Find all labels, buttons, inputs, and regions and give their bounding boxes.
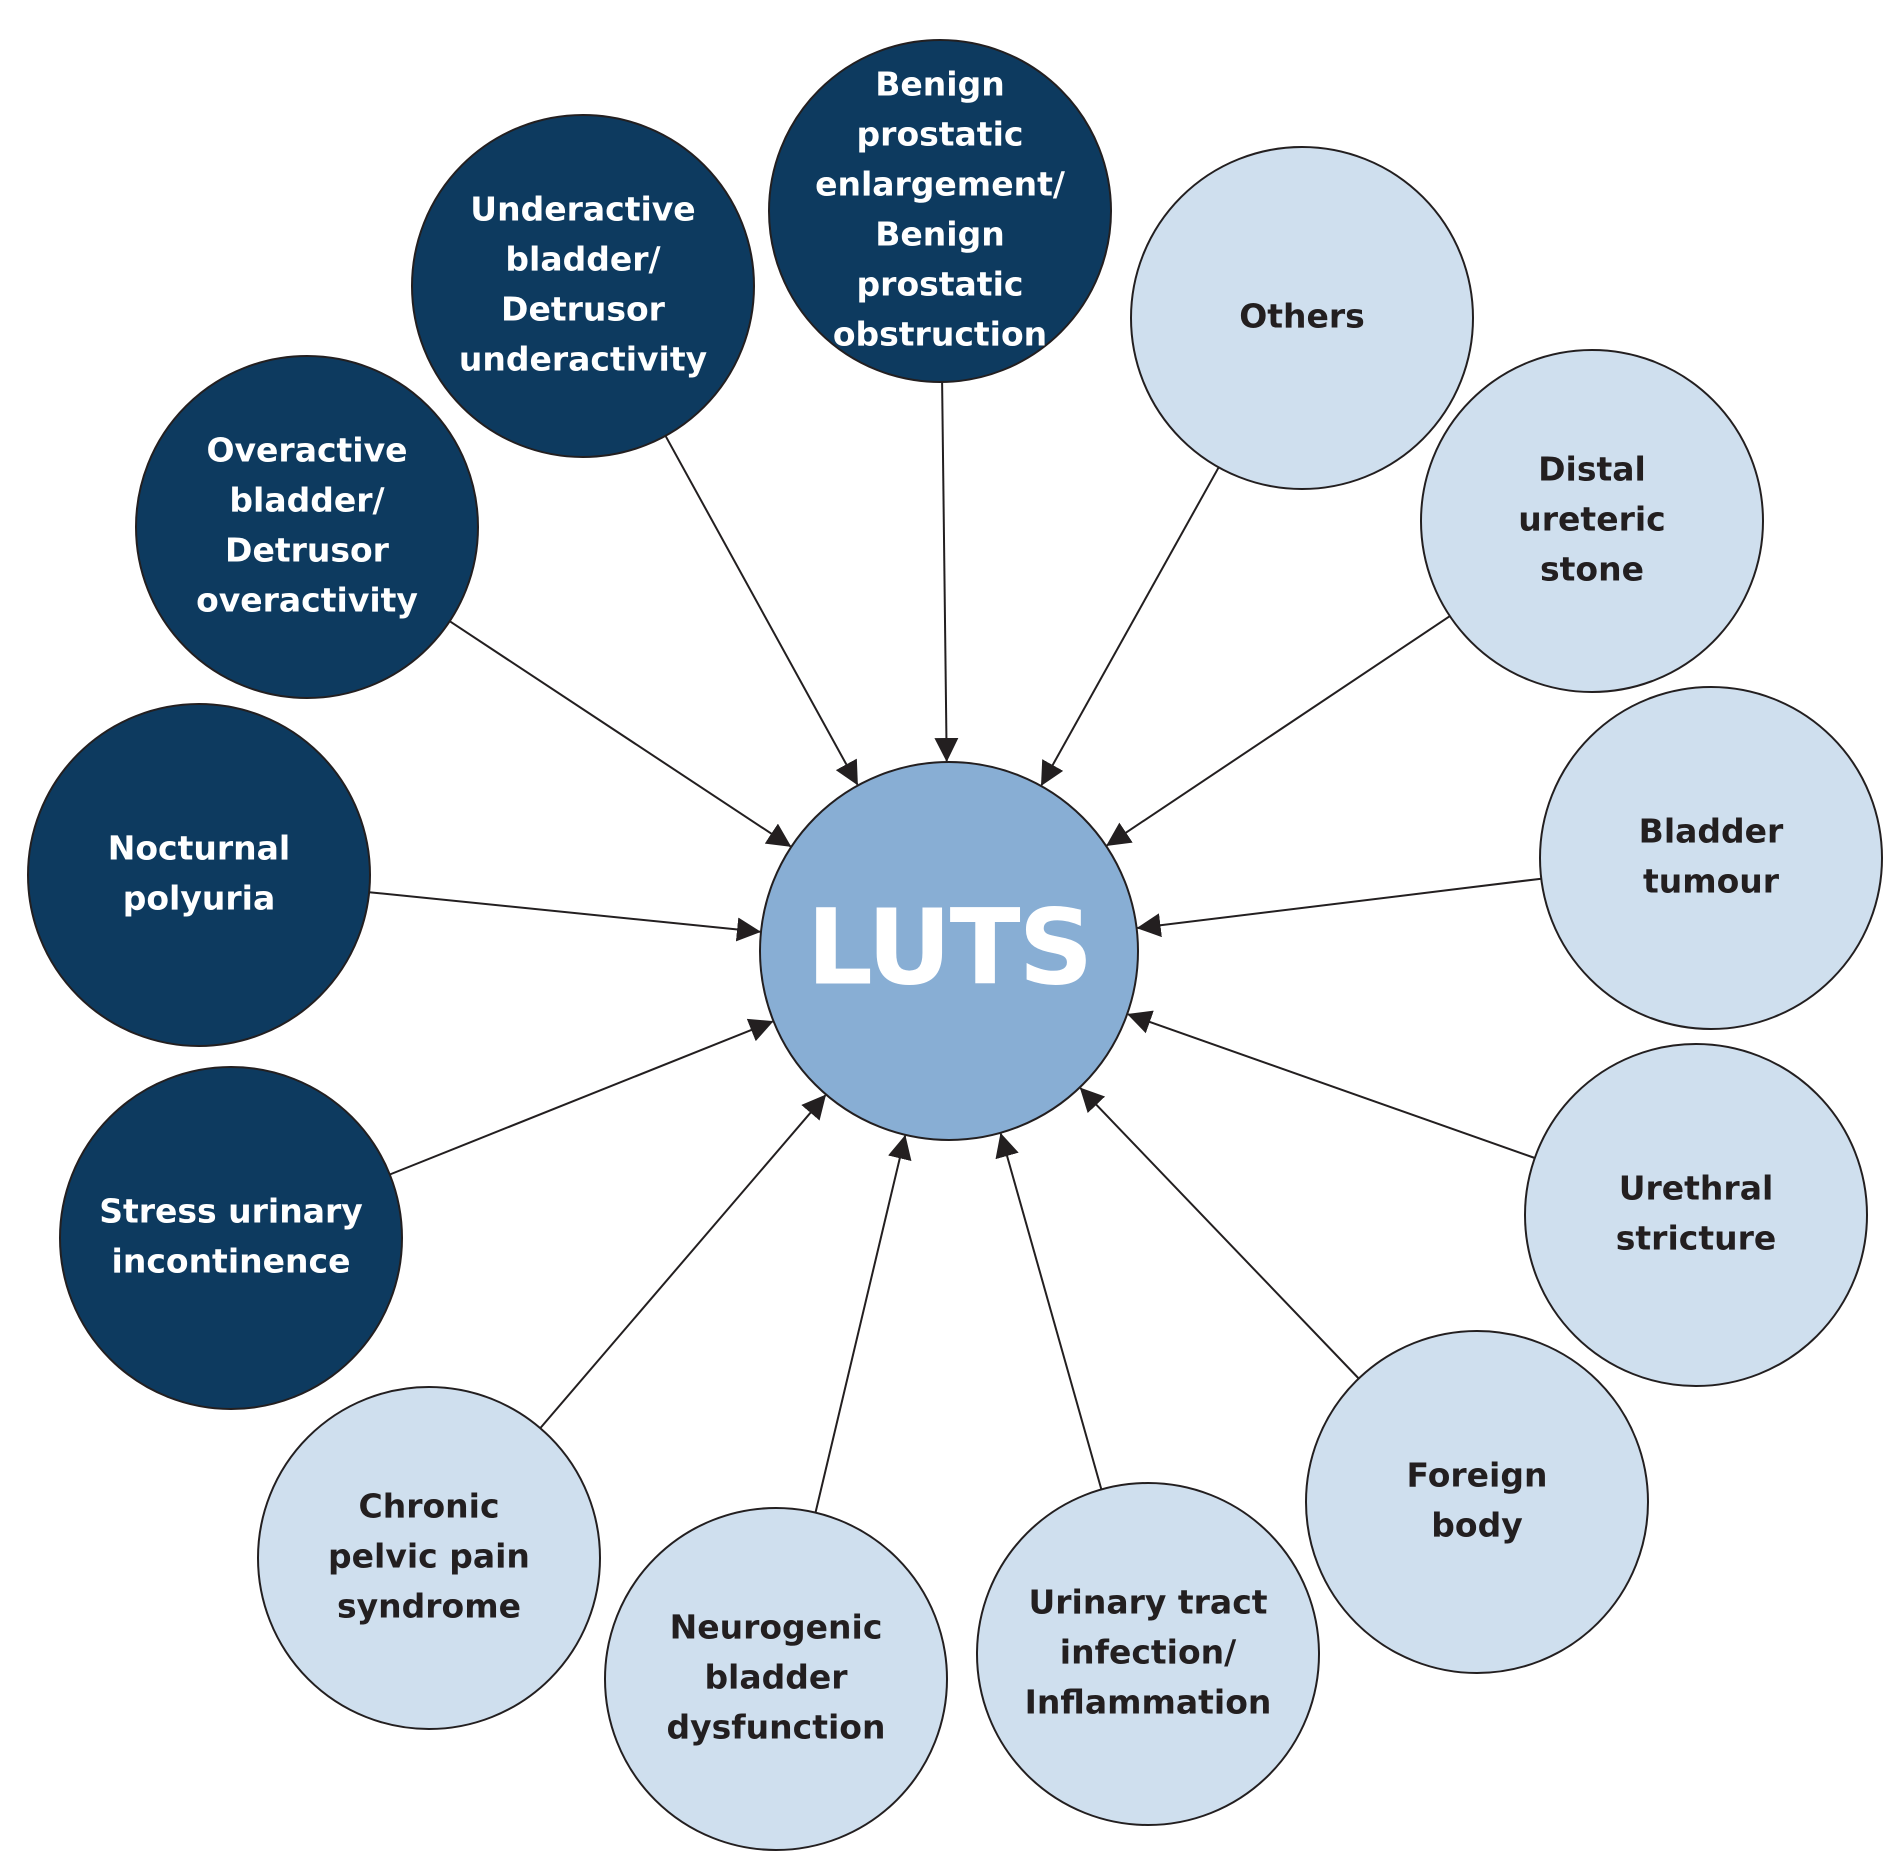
node-label-line: Foreign <box>1407 1456 1548 1495</box>
node-label-line: Overactive <box>206 431 407 470</box>
arrow-uti-to-luts <box>995 1132 1103 1490</box>
node-label-line: Neurogenic <box>670 1608 883 1647</box>
node-label-line: dysfunction <box>667 1708 886 1747</box>
arrow-foreign-body-to-luts <box>1079 1087 1360 1380</box>
node-label-line: Underactive <box>470 190 695 229</box>
node-label-line: pelvic pain <box>328 1537 530 1576</box>
arrow-neurogenic-bladder-to-luts <box>814 1134 912 1513</box>
node-label-line: Nocturnal <box>108 829 290 868</box>
center-circle <box>759 761 1139 1141</box>
node-label-line: obstruction <box>833 315 1047 354</box>
connector-layer <box>368 381 1542 1513</box>
node-bpe: Benign prostatic enlargement/Benign prostat… <box>768 39 1112 383</box>
arrow-overactive-bladder-to-luts <box>449 620 792 848</box>
node-label-line: bladder/ <box>229 481 385 520</box>
node-urethral-stricture: Urethral stricture <box>1524 1043 1868 1387</box>
node-label-line: Bladder <box>1639 812 1784 851</box>
node-label-line: body <box>1431 1506 1522 1545</box>
arrow-others-to-luts <box>1040 466 1220 786</box>
node-neurogenic-bladder: Neurogenic bladder dysfunction <box>604 1507 948 1851</box>
node-label-line: polyuria <box>123 879 275 918</box>
node-label-line: syndrome <box>337 1587 521 1626</box>
node-uti: Urinary tract infection/Inflammation <box>976 1482 1320 1826</box>
node-cpps: Chronic pelvic pain syndrome <box>257 1386 601 1730</box>
arrow-sui-to-luts <box>389 1018 774 1176</box>
arrow-bladder-tumour-to-luts <box>1136 877 1542 938</box>
node-label-line: Detrusor <box>225 531 390 570</box>
node-sui: Stress urinary incontinence <box>59 1066 403 1410</box>
node-underactive-bladder: Underactive bladder/Detrusor underactivity <box>411 114 755 458</box>
node-circle <box>768 39 1112 383</box>
node-layer: Benign prostatic enlargement/Benign prostat… <box>27 39 1883 1851</box>
node-label-line: stricture <box>1616 1219 1777 1258</box>
node-foreign-body: Foreign body <box>1305 1330 1649 1674</box>
node-circle <box>1305 1330 1649 1674</box>
arrow-nocturnal-polyuria-to-luts <box>368 891 761 942</box>
node-label-line: Benign <box>875 215 1004 254</box>
node-distal-ureteric-stone: Distal ureteric stone <box>1420 349 1764 693</box>
node-circle <box>1539 686 1883 1030</box>
node-label-line: Others <box>1239 297 1365 336</box>
node-label-line: underactivity <box>459 340 707 379</box>
node-label-line: Stress urinary <box>99 1192 363 1231</box>
node-others: Others <box>1130 146 1474 490</box>
node-label-line: tumour <box>1643 862 1780 901</box>
node-label-line: Urethral <box>1619 1169 1774 1208</box>
node-label-line: prostatic <box>857 265 1024 304</box>
node-label-line: incontinence <box>112 1242 351 1281</box>
node-circle <box>27 703 371 1047</box>
node-circle <box>1524 1043 1868 1387</box>
node-label-line: prostatic <box>857 115 1024 154</box>
node-label-line: Distal <box>1538 450 1646 489</box>
node-label-line: ureteric <box>1518 500 1665 539</box>
node-overactive-bladder: Overactive bladder/Detrusor overactivity <box>135 355 479 699</box>
node-circle <box>976 1482 1320 1826</box>
arrow-cpps-to-luts <box>539 1094 827 1429</box>
arrow-urethral-stricture-to-luts <box>1127 1010 1536 1159</box>
node-circle <box>411 114 755 458</box>
node-bladder-tumour: Bladder tumour <box>1539 686 1883 1030</box>
node-circle <box>1420 349 1764 693</box>
node-label-line: stone <box>1540 550 1644 589</box>
center-label: LUTS <box>807 886 1092 1008</box>
node-label-line: Inflammation <box>1025 1683 1272 1722</box>
node-label-line: Urinary tract <box>1028 1583 1267 1622</box>
arrow-bpe-to-luts <box>934 381 959 762</box>
node-label-line: overactivity <box>196 581 418 620</box>
node-label-line: bladder/ <box>505 240 661 279</box>
node-circle <box>604 1507 948 1851</box>
node-circle <box>257 1386 601 1730</box>
node-label-line: Detrusor <box>501 290 666 329</box>
node-label-line: infection/ <box>1060 1633 1237 1672</box>
node-label-line: bladder <box>704 1658 848 1697</box>
node-label-line: enlargement/ <box>815 165 1066 204</box>
node-label-line: Chronic <box>358 1487 499 1526</box>
center-node-luts: LUTS <box>759 761 1139 1141</box>
node-circle <box>59 1066 403 1410</box>
arrow-distal-ureteric-stone-to-luts <box>1106 615 1451 847</box>
node-label-line: Benign <box>875 65 1004 104</box>
node-circle <box>1130 146 1474 490</box>
node-circle <box>135 355 479 699</box>
node-nocturnal-polyuria: Nocturnal polyuria <box>27 703 371 1047</box>
arrow-underactive-bladder-to-luts <box>664 435 859 786</box>
